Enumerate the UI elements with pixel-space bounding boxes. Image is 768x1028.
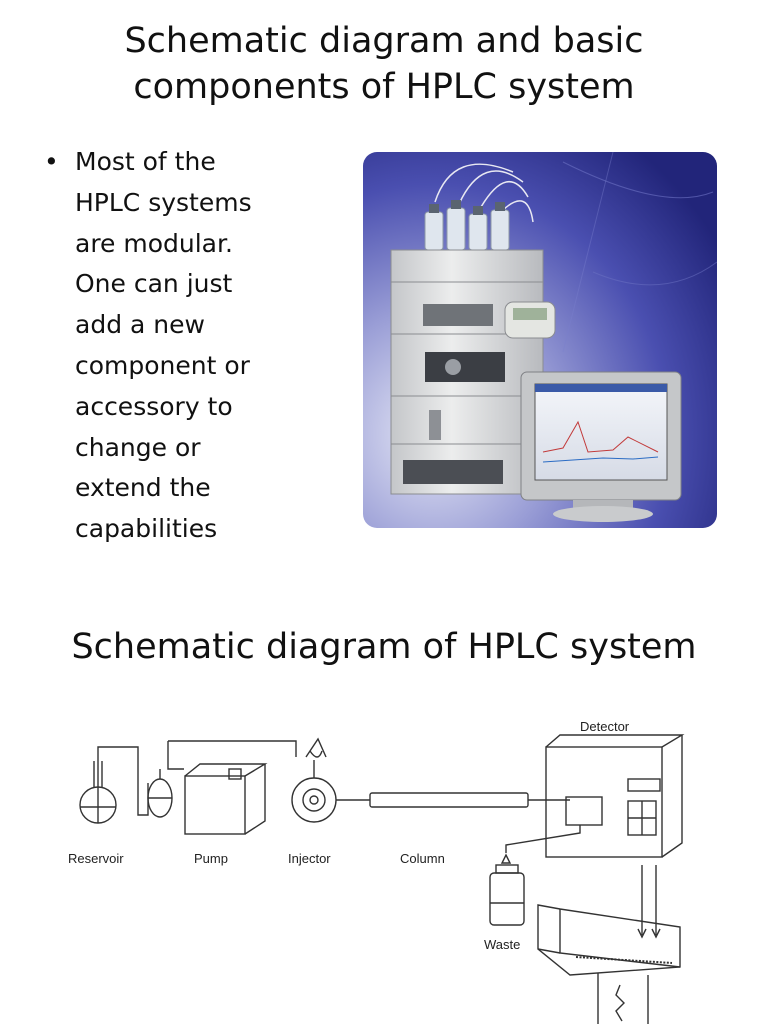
slide-title: Schematic diagram and basic components o… (40, 18, 728, 110)
bullet-line: capabilities (75, 514, 218, 544)
bullet-line: HPLC systems (75, 187, 252, 217)
label-injector: Injector (288, 851, 331, 866)
bullet-line: extend the (75, 473, 211, 503)
bullet-line: are modular. (75, 228, 233, 258)
bullet-line: change or (75, 432, 201, 462)
bullet-text: Most of the HPLC systems are modular. On… (75, 142, 330, 550)
diagram-title: Schematic diagram of HPLC system (71, 627, 697, 667)
bullet-marker: • (44, 147, 59, 176)
waste-bottle-icon (489, 853, 525, 926)
detector-box-icon (545, 734, 685, 858)
label-pump: Pump (194, 851, 228, 866)
column-tube-icon (369, 792, 529, 808)
label-waste: Waste (484, 937, 520, 952)
hplc-system-photo (363, 152, 717, 528)
reservoir-flask-icon (79, 761, 117, 824)
injector-icon (291, 737, 337, 823)
label-detector: Detector (580, 719, 630, 734)
label-reservoir: Reservoir (68, 851, 124, 866)
hplc-schematic-diagram: Reservoir Pump Injector Column Waste Det… (60, 705, 708, 1024)
bullet-line: One can just (75, 269, 233, 299)
bullet-line: accessory to (75, 391, 233, 421)
slide-title-line-2: components of HPLC system (133, 67, 635, 107)
pump-box-icon (184, 763, 268, 835)
recorder-icon (537, 904, 681, 1024)
bullet-line: component or (75, 350, 250, 380)
bullet-line: add a new (75, 310, 205, 340)
label-column: Column (400, 851, 445, 866)
slide-title-line-1: Schematic diagram and basic (124, 21, 644, 61)
bullet-line: Most of the (75, 147, 216, 176)
